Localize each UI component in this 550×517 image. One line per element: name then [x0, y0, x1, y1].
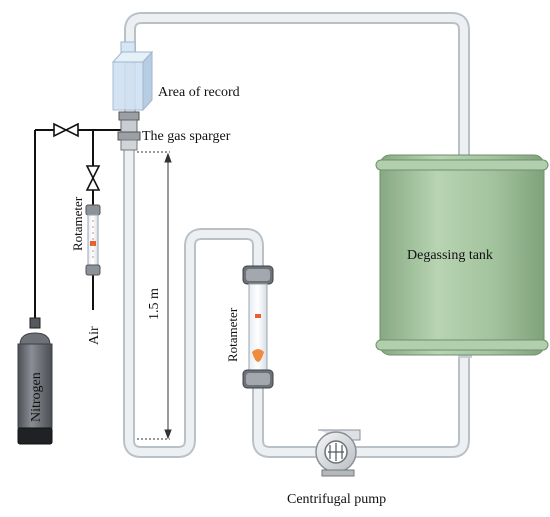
height-label: 1.5 m: [147, 288, 162, 320]
nitrogen-cylinder: [17, 317, 53, 445]
vertical-valve-icon[interactable]: [85, 165, 101, 191]
nitrogen-label: Nitrogen: [29, 372, 44, 422]
degassing-tank: [375, 154, 549, 358]
water-rotameter: [242, 265, 274, 389]
impeller-icon: [328, 443, 344, 461]
centrifugal-pump: [315, 429, 361, 477]
air-label: Air: [87, 326, 102, 345]
degassing-tank-label: Degassing tank: [407, 248, 493, 263]
water-rotameter-label: Rotameter: [225, 307, 240, 362]
gas-sparger: [117, 111, 141, 151]
air-rotameter-label: Rotameter: [70, 196, 85, 251]
gas-sparger-label: The gas sparger: [142, 129, 231, 144]
centrifugal-pump-label: Centrifugal pump: [287, 492, 386, 507]
horizontal-valve-icon[interactable]: [53, 122, 79, 138]
area-of-record-label: Area of record: [158, 85, 240, 100]
height-dimension: [137, 151, 172, 440]
area-of-record-box: [111, 41, 154, 112]
air-rotameter: [85, 204, 101, 276]
rotameter-float: [252, 349, 264, 362]
rotameter-float: [90, 241, 96, 246]
water-loop-piping: [123, 12, 470, 458]
